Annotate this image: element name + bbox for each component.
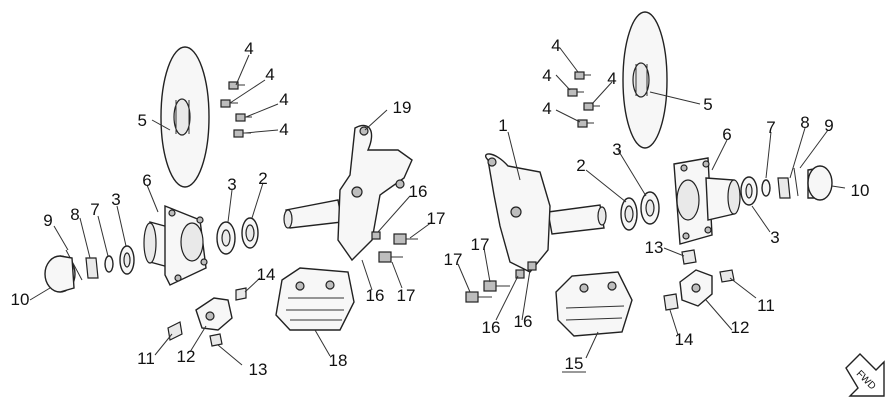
callout-4b-left: 4 [265, 65, 274, 84]
callout-10-left: 10 [11, 290, 30, 309]
pad-clip-left-bottom [209, 333, 223, 347]
wheel-hub-left [143, 204, 208, 286]
hub-cap-right [807, 165, 833, 201]
callout-11-right: 11 [757, 296, 775, 315]
brake-caliper-left [275, 267, 355, 331]
callout-16a-right: 16 [482, 318, 501, 337]
oil-seal-right-bore [624, 205, 634, 223]
callout-2-right: 2 [576, 156, 585, 175]
callout-3a-left: 3 [227, 175, 236, 194]
castle-nut-right [777, 177, 791, 199]
callout-17b-right: 17 [471, 235, 490, 254]
callout-4b-right: 4 [542, 66, 551, 85]
castle-nut-left [85, 257, 99, 279]
bearing-right-inner-bore [645, 199, 655, 217]
cotter-pin-left [65, 249, 83, 281]
disc-bolts-left [220, 81, 252, 138]
callout-4c-left: 4 [279, 90, 288, 109]
bleed-screw-right [719, 269, 735, 283]
callout-6-right: 6 [722, 125, 731, 144]
bearing-left-inner-bore [123, 252, 131, 268]
callout-8-right: 8 [800, 113, 809, 132]
callout-7-left: 7 [90, 200, 99, 219]
callout-17b-left: 17 [397, 286, 416, 305]
steering-knuckle-left [283, 124, 413, 262]
callout-12-right: 12 [731, 318, 750, 337]
caliper-bolts-left [378, 233, 418, 263]
callout-13-left: 13 [249, 360, 268, 379]
callout-11-left: 11 [137, 349, 155, 368]
callout-17a-right: 17 [444, 250, 463, 269]
caliper-bolts-right [465, 280, 510, 303]
callout-4a-left: 4 [244, 39, 253, 58]
callout-12-left: 12 [177, 347, 196, 366]
callout-2-left: 2 [258, 169, 267, 188]
leader-lines-left [29, 54, 433, 366]
pad-clip-left-top [235, 287, 247, 301]
leader-lines-right [457, 47, 846, 359]
washer-right [761, 179, 771, 197]
callout-18-left: 18 [329, 351, 348, 370]
callout-16a-left: 16 [409, 182, 428, 201]
callout-10-right: 10 [851, 181, 870, 200]
callout-3a-right: 3 [612, 140, 621, 159]
callout-9-left: 9 [43, 211, 52, 230]
callout-17a-left: 17 [427, 209, 446, 228]
pad-clip-right-bottom [663, 293, 679, 311]
disc-bolts-right [567, 71, 600, 128]
brake-caliper-right [555, 271, 633, 337]
callout-4a-right: 4 [551, 36, 560, 55]
fwd-direction-badge: FWD [845, 353, 885, 397]
callout-14-left: 14 [257, 265, 276, 284]
callout-3b-right: 3 [770, 228, 779, 247]
callout-5-right: 5 [703, 95, 712, 114]
callout-5-left: 5 [138, 111, 147, 130]
callout-15-right: 15 [565, 354, 584, 373]
callout-8-left: 8 [70, 205, 79, 224]
wheel-hub-right [673, 157, 741, 245]
callout-1-right: 1 [498, 116, 507, 135]
bleed-screw-left [167, 321, 183, 341]
knuckle-washer-left [371, 231, 381, 240]
knuckle-washer-right-a [515, 269, 525, 279]
steering-knuckle-right [485, 153, 607, 273]
brake-pad-bracket-left [195, 297, 233, 331]
right-assembly: 4 4 4 4 5 1 6 7 8 9 3 2 10 3 17 17 13 11… [444, 11, 870, 373]
brake-disc-left [160, 46, 210, 188]
cotter-pin-right [793, 167, 799, 197]
brake-pad-bracket-right [679, 269, 713, 307]
bearing-right-outer-bore [745, 183, 753, 199]
pad-clip-right-top [681, 249, 697, 265]
callout-6-left: 6 [142, 171, 151, 190]
knuckle-washer-right-b [527, 261, 537, 271]
callout-9-right: 9 [824, 116, 833, 135]
arrow-down-right-icon [845, 353, 885, 397]
callout-4c-right: 4 [607, 69, 616, 88]
hub-cap-left [44, 255, 76, 293]
oil-seal-left-bore [245, 224, 255, 242]
left-assembly: 5 4 4 4 4 19 6 3 2 9 8 7 3 16 17 14 10 1… [11, 39, 446, 379]
washer-left [104, 255, 114, 273]
callout-16b-left: 16 [366, 286, 385, 305]
callout-3b-left: 3 [111, 190, 120, 209]
callout-16b-right: 16 [514, 312, 533, 331]
callout-4d-left: 4 [279, 120, 288, 139]
callout-19-left: 19 [393, 98, 412, 117]
callout-7-right: 7 [766, 118, 775, 137]
bearing-left-outer-bore [221, 229, 231, 247]
callout-13-right: 13 [645, 238, 664, 257]
callout-14-right: 14 [675, 330, 694, 349]
brake-disc-right [622, 11, 668, 149]
callout-4d-right: 4 [542, 99, 551, 118]
